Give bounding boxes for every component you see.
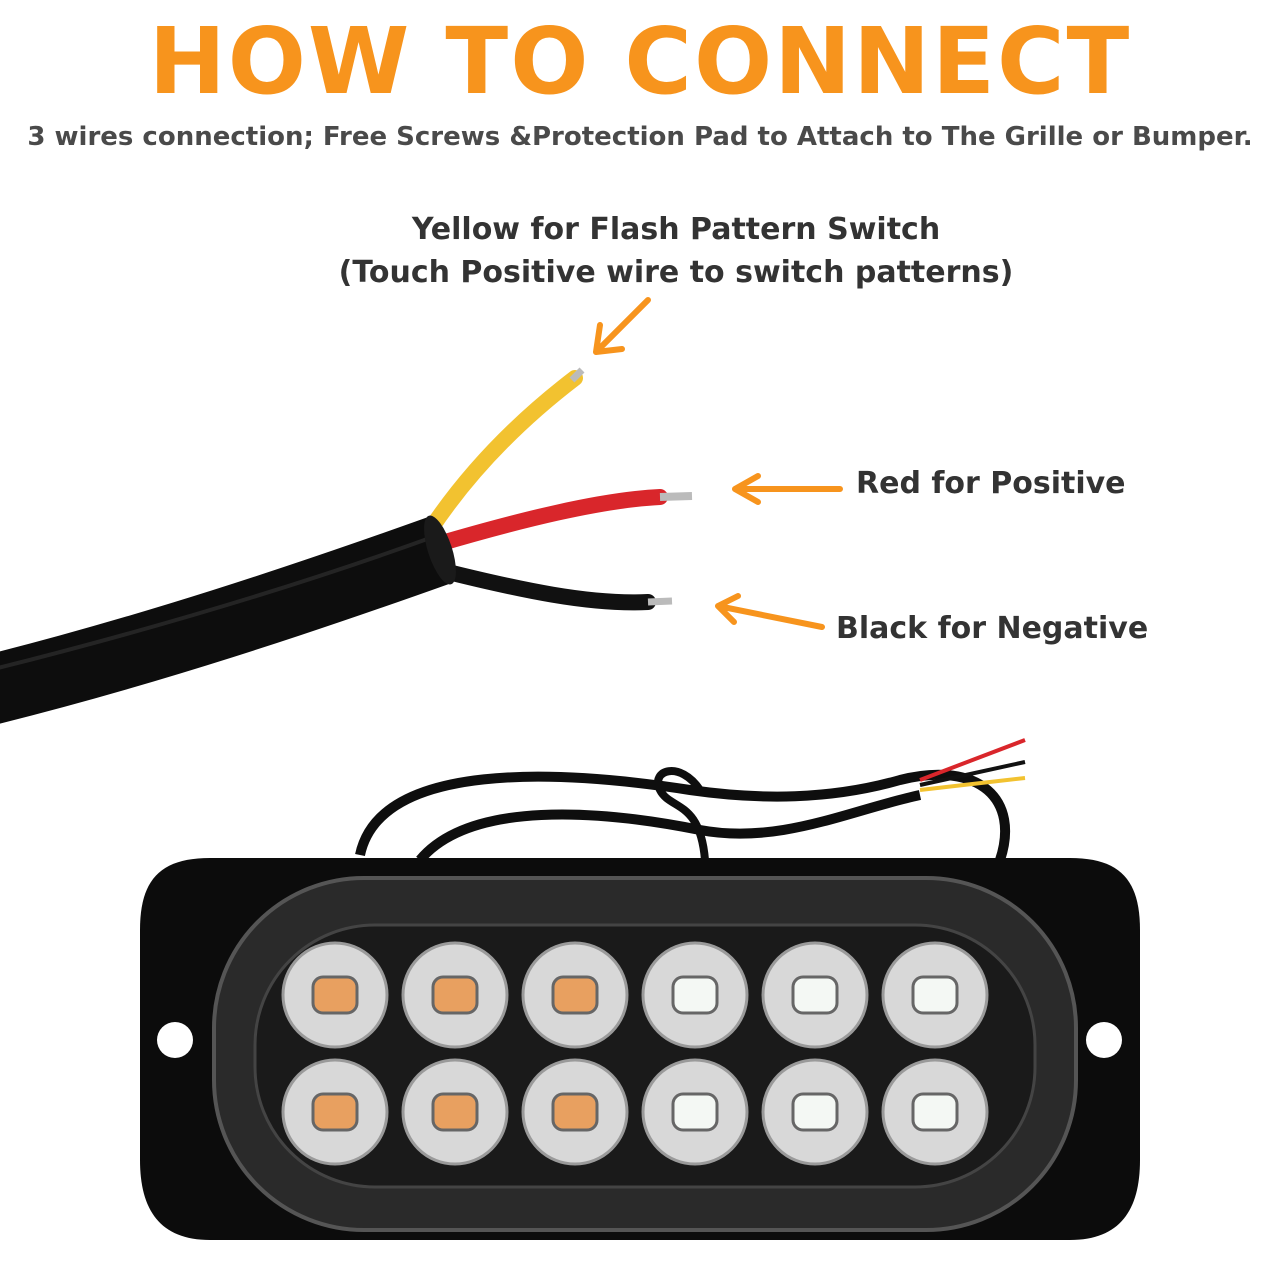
amber-led-chip xyxy=(551,1092,599,1132)
screw-hole-left xyxy=(157,1022,193,1058)
subtitle: 3 wires connection; Free Screws &Protect… xyxy=(27,122,1253,152)
white-led-chip xyxy=(671,975,719,1015)
white-led-chip xyxy=(911,975,959,1015)
arrow-icons xyxy=(593,297,843,630)
black-wire-label: Black for Negative xyxy=(836,611,1149,646)
white-led-chip xyxy=(791,975,839,1015)
page-title: HOW TO CONNECT xyxy=(148,8,1132,115)
light-bar-cable xyxy=(355,738,1026,864)
yellow-wire-label: Yellow for Flash Pattern Switch (Touch P… xyxy=(0,208,1280,294)
amber-led-chip xyxy=(431,975,479,1015)
amber-led-chip xyxy=(311,975,359,1015)
amber-led-chip xyxy=(431,1092,479,1132)
yellow-wire-title: Yellow for Flash Pattern Switch xyxy=(411,212,941,247)
white-led-chip xyxy=(911,1092,959,1132)
amber-led-chip xyxy=(551,975,599,1015)
yellow-wire-note: (Touch Positive wire to switch patterns) xyxy=(338,255,1014,290)
amber-led-chip xyxy=(311,1092,359,1132)
cable-wires xyxy=(0,367,693,724)
red-wire-label: Red for Positive xyxy=(856,466,1126,501)
screw-hole-right xyxy=(1086,1022,1122,1058)
light-bar xyxy=(140,858,1140,1240)
white-led-chip xyxy=(671,1092,719,1132)
white-led-chip xyxy=(791,1092,839,1132)
